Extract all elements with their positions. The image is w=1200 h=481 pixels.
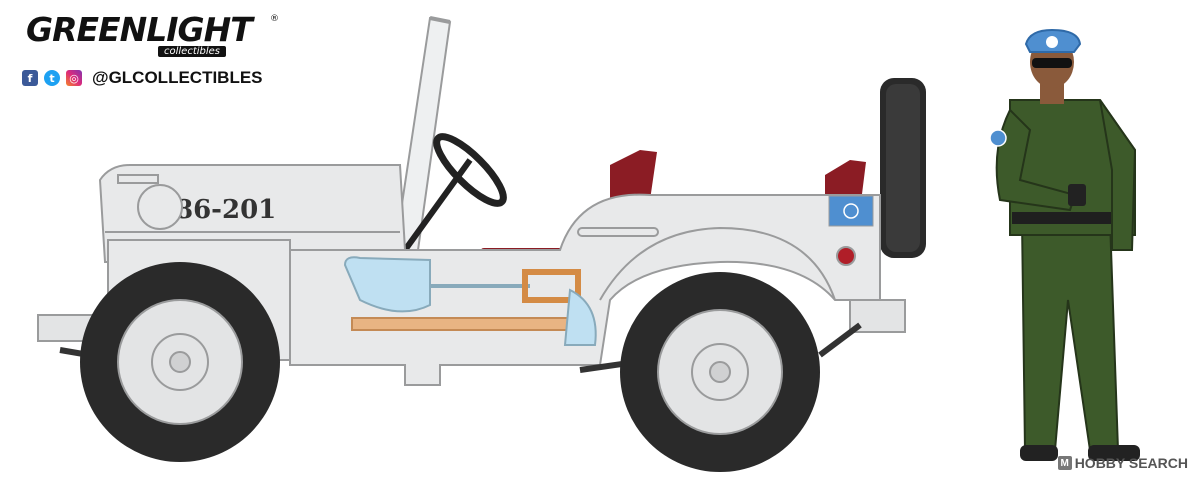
social-handle[interactable]: @GLCOLLECTIBLES	[92, 68, 263, 87]
watermark: M HOBBY SEARCH	[1057, 455, 1188, 471]
social-bar: f t ◎ @GLCOLLECTIBLES	[22, 68, 263, 88]
un-officer-figure	[989, 28, 1140, 461]
instagram-icon[interactable]: ◎	[66, 70, 82, 86]
jeep-vehicle: 86-201	[37, 16, 926, 472]
watermark-box: M	[1057, 456, 1072, 470]
brand-subtitle: collectibles	[158, 46, 227, 57]
watermark-text: HOBBY SEARCH	[1074, 455, 1188, 471]
brand-logo: GREENLIGHT collectibles ®	[20, 8, 279, 68]
twitter-icon[interactable]: t	[44, 70, 60, 86]
vehicle-number: 86-201	[175, 195, 276, 225]
brand-name: GREENLIGHT	[26, 10, 253, 49]
registered-mark: ®	[270, 14, 279, 24]
facebook-icon[interactable]: f	[22, 70, 38, 86]
